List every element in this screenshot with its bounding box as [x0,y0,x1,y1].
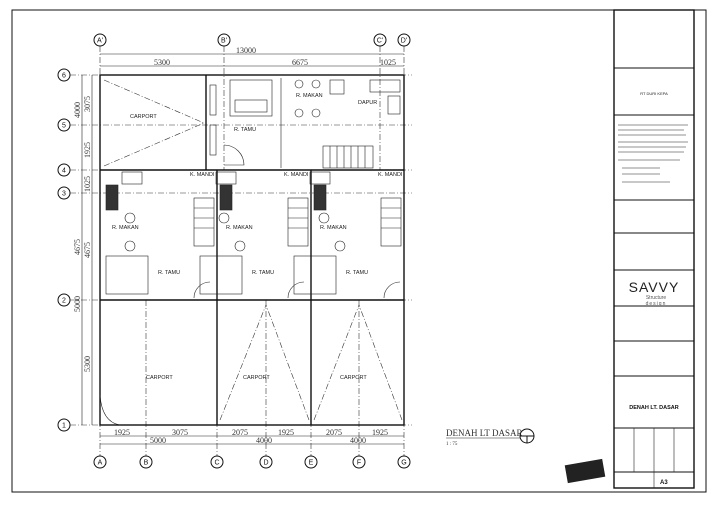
title-block: RT DURI KEPA SAVVY Structure design DENA… [613,9,695,489]
dim-left-outer-1: 4000 [73,102,82,118]
svg-text:B': B' [221,38,227,45]
grid-bubble-bottom-0: A [93,455,107,469]
floor-plan: CARPORT R. TAMU R. MAKAN DAPUR R. MAKAN … [57,33,606,484]
grid-bubble-bottom-2: C [210,455,224,469]
grid-bubble-bottom-3: D [259,455,273,469]
grid-bubble-top-3: D' [397,33,411,47]
svg-text:A': A' [97,38,103,45]
grid-bubble-row-5: 1 [57,418,71,432]
svg-text:1: 1 [62,423,66,430]
grid-bubble-row-0: 6 [57,68,71,82]
room-label-mandi-1: K. MANDI [190,172,215,178]
dim-bottom-4: 1925 [278,428,294,437]
stamp-icon [564,458,606,484]
dim-top-3: 1025 [380,58,396,67]
grid-bubble-bottom-1: B [139,455,153,469]
svg-text:F: F [357,460,361,467]
dim-bottom-6: 1925 [372,428,388,437]
room-label-dapur-top: DAPUR [358,100,377,106]
room-label-carport-2: CARPORT [243,375,270,381]
dim-left-outer-2: 4675 [73,239,82,255]
svg-text:B: B [144,460,149,467]
dim-top-2: 6675 [292,58,308,67]
sheet-size: A3 [660,480,668,486]
grid-bubble-top-0: A' [93,33,107,47]
logo-sub1: Structure [646,295,667,301]
dim-left-inner-1: 3075 [83,96,92,112]
svg-text:C: C [214,460,219,467]
dim-bottom-total-3: 4000 [350,436,366,445]
svg-text:2: 2 [62,298,66,305]
dim-bottom-1: 1925 [114,428,130,437]
svg-text:3: 3 [62,191,66,198]
dim-bottom-3: 2075 [232,428,248,437]
svg-text:C': C' [377,38,383,45]
room-label-tamu-1: R. TAMU [158,270,180,276]
dim-left-inner-3: 1025 [83,176,92,192]
svg-text:A: A [98,460,103,467]
logo-sub2: design [646,301,667,307]
grid-bubble-bottom-4: E [304,455,318,469]
room-label-makan-2: R. MAKAN [226,225,253,231]
svg-text:6: 6 [62,73,66,80]
logo-main: SAVVY [629,279,680,295]
room-label-makan-1: R. MAKAN [112,225,139,231]
dim-top-total: 13000 [236,46,256,55]
project-name: RT DURI KEPA [640,91,668,96]
room-label-tamu-top: R. TAMU [234,127,256,133]
dim-bottom-5: 2075 [326,428,342,437]
svg-text:4: 4 [62,168,66,175]
dim-bottom-2: 3075 [172,428,188,437]
drawing-title: DENAH LT DASAR [446,428,523,438]
grid-bubble-top-2: C' [373,33,387,47]
grid-bubble-top-1: B' [217,33,231,47]
room-label-carport-top: CARPORT [130,114,157,120]
room-label-mandi-2: K. MANDI [284,172,309,178]
room-label-tamu-3: R. TAMU [346,270,368,276]
room-label-carport-1: CARPORT [146,375,173,381]
dim-left-outer-3: 5000 [73,296,82,312]
sheet-border [11,9,707,493]
room-label-makan-3: R. MAKAN [320,225,347,231]
dim-top-1: 5300 [154,58,170,67]
grid-bubble-bottom-6: G [397,455,411,469]
dim-left-inner-5: 5300 [83,356,92,372]
room-label-carport-3: CARPORT [340,375,367,381]
room-label-tamu-2: R. TAMU [252,270,274,276]
svg-text:G: G [401,460,406,467]
dim-left-inner-2: 1925 [83,142,92,158]
grid-bubble-bottom-5: F [352,455,366,469]
room-label-mandi-3: K. MANDI [378,172,403,178]
grid-bubble-row-4: 2 [57,293,71,307]
grid-bubble-row-1: 5 [57,118,71,132]
dim-bottom-total-1: 5000 [150,436,166,445]
dim-left-inner-4: 4675 [83,242,92,258]
svg-text:E: E [309,460,314,467]
grid-bubble-row-2: 4 [57,163,71,177]
room-label-makan-top: R. MAKAN [296,93,323,99]
dim-bottom-total-2: 4000 [256,436,272,445]
sheet-title: DENAH LT. DASAR [629,405,678,411]
svg-text:D': D' [401,38,407,45]
drawing-scale: 1 : 75 [446,442,458,447]
svg-text:5: 5 [62,123,66,130]
svg-text:D: D [263,460,268,467]
grid-bubble-row-3: 3 [57,186,71,200]
section-marker-icon [519,428,535,444]
